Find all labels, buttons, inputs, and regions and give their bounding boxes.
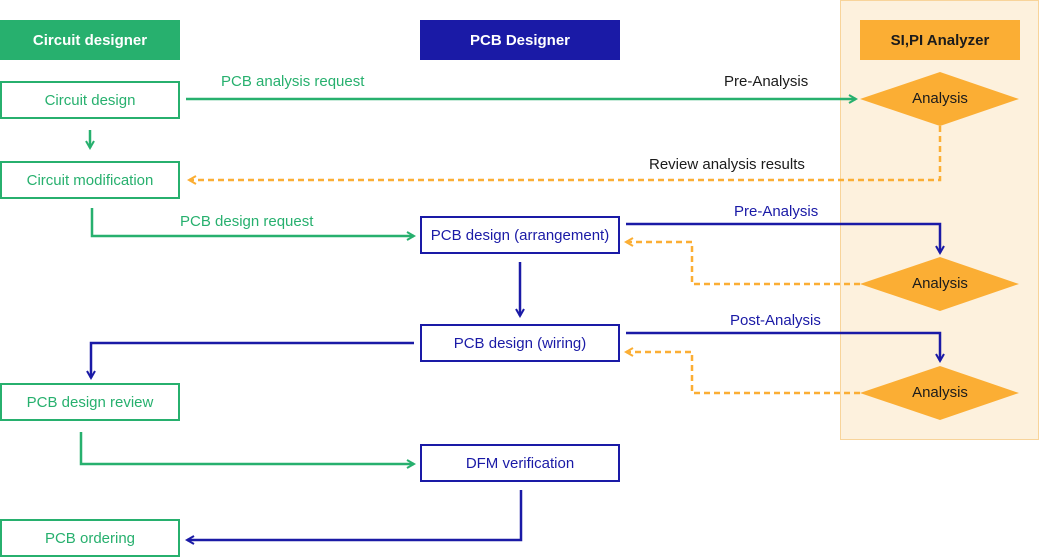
lane-header-pcb-designer: PCB Designer — [420, 20, 620, 60]
arrow-modification-to-pcb — [90, 208, 414, 236]
label-pre-analysis-1: Pre-Analysis — [724, 73, 809, 90]
arrow-review-to-dfm — [79, 432, 414, 464]
label-review-analysis-results: Review analysis results — [649, 156, 805, 173]
arrow-arrangement-to-analysis — [626, 222, 940, 253]
arrow-dfm-to-ordering — [187, 490, 523, 540]
label-pcb-design-request: PCB design request — [180, 213, 314, 230]
analysis-diamond-2 — [860, 257, 1019, 311]
lane-header-analyzer: SI,PI Analyzer — [860, 20, 1020, 60]
feedback-analysis-to-wiring — [626, 352, 860, 395]
box-pcb-wiring: PCB design (wiring) — [420, 324, 620, 362]
arrow-wiring-to-review — [91, 341, 414, 378]
box-pcb-arrangement: PCB design (arrangement) — [420, 216, 620, 254]
feedback-analysis-to-arrangement — [626, 242, 860, 286]
lane-header-circuit-designer: Circuit designer — [0, 20, 180, 60]
analysis-label-1: Analysis — [912, 90, 968, 107]
box-circuit-modification: Circuit modification — [0, 161, 180, 199]
label-post-analysis: Post-Analysis — [730, 312, 821, 329]
label-pre-analysis-2: Pre-Analysis — [734, 203, 819, 220]
feedback-results-to-modification — [189, 126, 942, 180]
box-circuit-design: Circuit design — [0, 81, 180, 119]
box-pcb-ordering: PCB ordering — [0, 519, 180, 557]
box-pcb-design-review: PCB design review — [0, 383, 180, 421]
analysis-label-2: Analysis — [912, 275, 968, 292]
analysis-diamond-3 — [860, 366, 1019, 420]
analysis-diamond-1 — [860, 72, 1019, 126]
arrow-wiring-to-analysis — [626, 331, 940, 361]
analysis-label-3: Analysis — [912, 384, 968, 401]
label-pcb-analysis-request: PCB analysis request — [221, 73, 365, 90]
box-dfm-verification: DFM verification — [420, 444, 620, 482]
